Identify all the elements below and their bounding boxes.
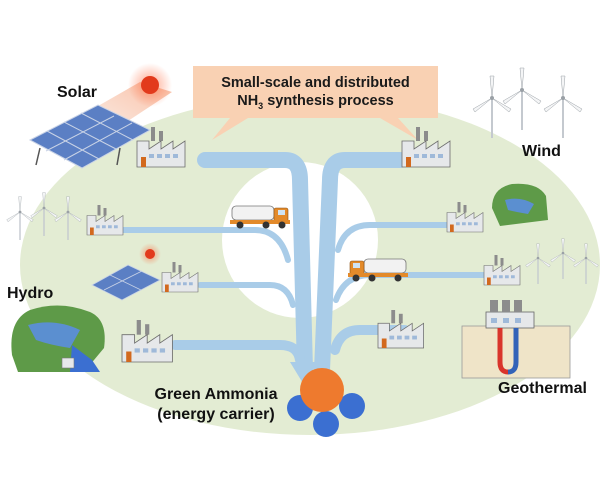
banner-nh: NH <box>237 93 259 109</box>
banner-text: Small-scale and distributed NH3 synthesi… <box>193 74 438 115</box>
banner-line-2: NH3 synthesis process <box>193 92 438 115</box>
solar-panel-icon <box>28 104 152 169</box>
banner-pointer-right <box>380 118 418 140</box>
label-hydro: Hydro <box>7 285 54 302</box>
process-banner: Small-scale and distributed NH3 synthesi… <box>193 66 438 118</box>
banner-suffix: synthesis process <box>263 93 394 109</box>
hydro-icon <box>11 305 105 372</box>
banner-line-1: Small-scale and distributed <box>221 75 410 91</box>
wind-turbine-icon <box>543 75 583 139</box>
geothermal-icon <box>461 300 571 379</box>
label-geothermal: Geothermal <box>498 380 587 397</box>
banner-pointer-left <box>212 118 248 140</box>
wind-turbine-icon <box>502 67 542 131</box>
small-solar-icon <box>91 243 161 301</box>
label-ammonia-line1: Green Ammonia <box>154 386 278 403</box>
small-hydro-icon <box>492 183 548 226</box>
label-ammonia-line2: (energy carrier) <box>157 406 275 423</box>
label-solar: Solar <box>57 84 98 101</box>
flow-arrowhead <box>290 362 318 385</box>
banner-subscript: 3 <box>258 100 264 111</box>
flow-arrows <box>112 152 488 378</box>
ammonia-molecule-icon <box>287 368 365 437</box>
label-green-ammonia: Green Ammonia (energy carrier) <box>146 385 286 425</box>
label-wind: Wind <box>522 143 561 160</box>
